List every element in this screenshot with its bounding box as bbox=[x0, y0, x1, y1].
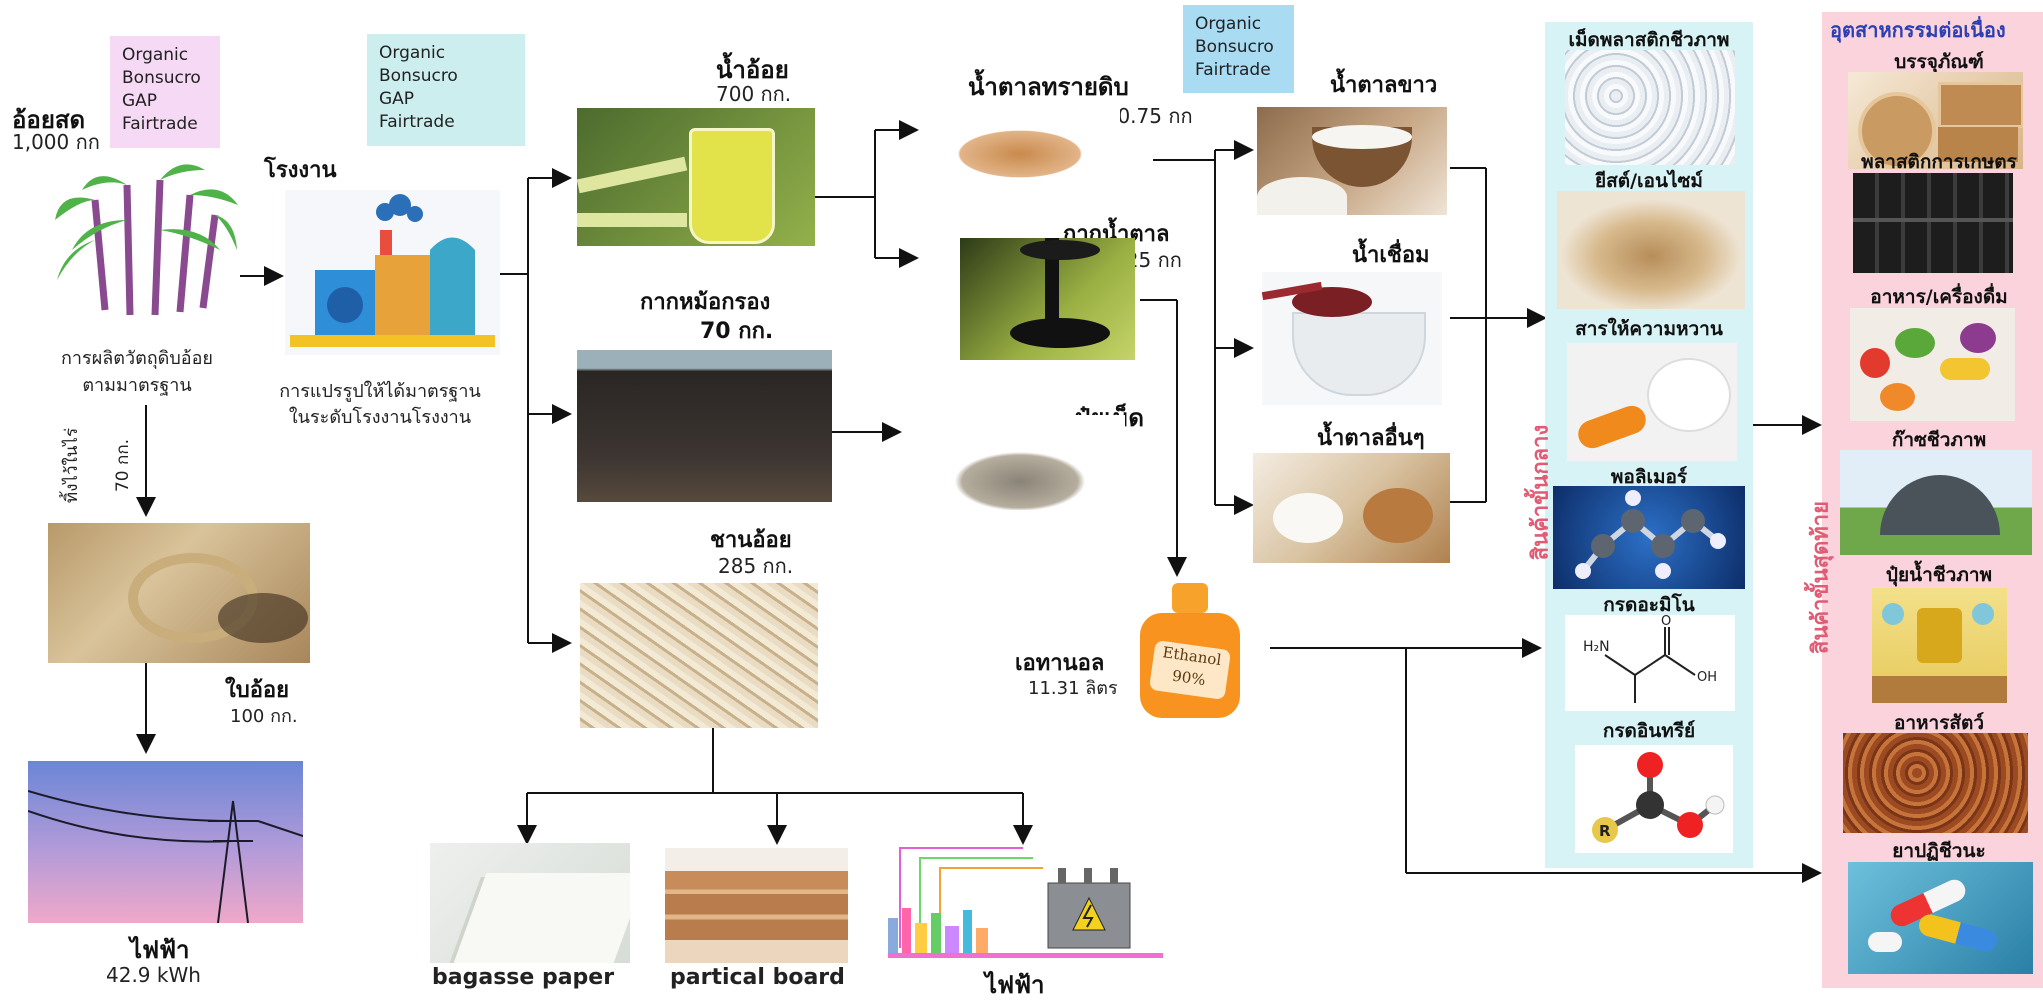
power-tower-image bbox=[28, 761, 303, 923]
cert-line: GAP bbox=[379, 89, 415, 109]
cert-line: Bonsucro bbox=[1195, 37, 1274, 57]
fresh-cane-title: อ้อยสด bbox=[12, 106, 86, 134]
cane-juice-qty: 700 กก. bbox=[716, 82, 792, 106]
final-item-label: บรรจุภัณฑ์ bbox=[1894, 51, 1984, 73]
intermediate-item-label: กรดอินทรีย์ bbox=[1602, 720, 1696, 742]
final-item-label: ปุ๋ยน้ำชีวภาพ bbox=[1885, 564, 1993, 586]
molecule-icon bbox=[1575, 490, 1726, 579]
ethanol-title: เอทานอล bbox=[1015, 651, 1105, 676]
svg-text:H₂N: H₂N bbox=[1583, 639, 1610, 655]
final-item-label: อาหารสัตว์ bbox=[1893, 712, 1985, 734]
ethanol-bottle-icon: Ethanol 90% bbox=[1140, 583, 1240, 718]
cert-line: Organic bbox=[1195, 14, 1262, 34]
sugar-certification-badge: Organic Bonsucro Fairtrade bbox=[1183, 5, 1294, 93]
bagasse-paper-label: bagasse paper bbox=[432, 965, 615, 990]
final-item-label: ยาปฏิชีวนะ bbox=[1892, 840, 1986, 862]
white-sugar-image bbox=[1257, 107, 1447, 215]
bagasse-qty: 285 กก. bbox=[718, 554, 794, 578]
power-tower-icon bbox=[28, 790, 303, 923]
cane-juice-title: น้ำอ้อย bbox=[716, 56, 789, 84]
cane-juice-image bbox=[577, 108, 815, 246]
cert-line: Bonsucro bbox=[379, 66, 458, 86]
cert-line: Bonsucro bbox=[122, 68, 201, 88]
svg-text:OH: OH bbox=[1697, 670, 1717, 685]
factory-icon bbox=[290, 194, 495, 347]
fertilizer-image bbox=[915, 415, 1125, 510]
particle-board-image bbox=[665, 848, 848, 963]
intermediate-item-label: ยีสต์/เอนไซม์ bbox=[1595, 170, 1703, 192]
leaf-power-title: ไฟฟ้า bbox=[130, 936, 190, 964]
sweetener-image bbox=[1567, 343, 1737, 461]
cane-leaves-image bbox=[48, 523, 310, 663]
agri-plastic-image bbox=[1853, 173, 2013, 273]
bio-fertilizer-image bbox=[1872, 588, 2007, 703]
final-item-label: พลาสติกการเกษตร bbox=[1861, 151, 2017, 173]
organic-acid-structure-icon: R bbox=[1592, 752, 1725, 843]
ethanol-qty: 11.31 ลิตร bbox=[1028, 678, 1118, 699]
cert-line: Organic bbox=[122, 45, 189, 65]
syrup-title: น้ำเชื่อม bbox=[1352, 243, 1430, 268]
fresh-cane-caption-2: ตามมาตรฐาน bbox=[82, 375, 192, 396]
final-vertical-label: สินค้าขั้นสุดท้าย bbox=[1808, 500, 1834, 655]
field-waste-label: ทิ้งไว้ในไร่ 70 กก. bbox=[54, 420, 154, 510]
raw-sugar-title: น้ำตาลทรายดิบ bbox=[968, 73, 1129, 101]
filter-cake-title: กากหม้อกรอง bbox=[640, 290, 771, 315]
intermediate-item-label: กรดอะมิโน bbox=[1603, 594, 1695, 616]
factory-caption-1: การแปรรูปให้ได้มาตรฐาน bbox=[279, 381, 481, 402]
other-sugar-title: น้ำตาลอื่นๆ bbox=[1317, 426, 1425, 451]
bagasse-image bbox=[580, 583, 818, 728]
amino-acid-structure-icon: H₂N O OH bbox=[1583, 615, 1717, 703]
factory-image bbox=[285, 190, 500, 355]
animal-feed-image bbox=[1843, 733, 2028, 833]
electricity-icon bbox=[888, 847, 1163, 958]
particle-board-label: partical board bbox=[670, 965, 845, 990]
factory-caption-2: ในระดับโรงงานโรงงาน bbox=[288, 407, 472, 428]
factory-certification-badge: Organic Bonsucro GAP Fairtrade bbox=[367, 34, 525, 146]
cert-line: GAP bbox=[122, 91, 158, 111]
intermediate-item-label: สารให้ความหวาน bbox=[1575, 318, 1723, 340]
bagasse-paper-image bbox=[430, 843, 630, 963]
antibiotics-image bbox=[1848, 862, 2033, 974]
cane-leaves-qty: 100 กก. bbox=[230, 706, 298, 727]
packaging-image bbox=[1848, 72, 2023, 169]
cert-line: Fairtrade bbox=[122, 114, 198, 134]
syrup-image bbox=[1262, 272, 1442, 405]
molasses-image bbox=[960, 238, 1135, 360]
filter-cake-image bbox=[577, 350, 832, 502]
polymer-image bbox=[1553, 486, 1745, 589]
sugarcane-icon bbox=[55, 164, 238, 316]
organic-acid-image: R bbox=[1575, 745, 1733, 853]
food-beverage-image bbox=[1850, 308, 2015, 421]
intermediate-item-label: พอลิเมอร์ bbox=[1610, 466, 1688, 488]
cert-line: Fairtrade bbox=[1195, 60, 1271, 80]
amino-acid-image: H₂N O OH bbox=[1565, 615, 1735, 711]
bioplastic-pellets-image bbox=[1565, 50, 1735, 165]
svg-text:R: R bbox=[1599, 822, 1611, 840]
other-sugar-image bbox=[1253, 453, 1450, 563]
bagasse-power-label: ไฟฟ้า bbox=[985, 971, 1045, 999]
biogas-image bbox=[1840, 450, 2032, 555]
raw-sugar-image bbox=[920, 103, 1120, 188]
leaf-power-qty: 42.9 kWh bbox=[106, 963, 201, 987]
factory-title: โรงงาน bbox=[264, 158, 337, 183]
filter-cake-qty: 70 กก. bbox=[700, 319, 774, 344]
fresh-cane-caption-1: การผลิตวัตถุดิบอ้อย bbox=[61, 348, 213, 369]
final-item-label: ก๊าซชีวภาพ bbox=[1891, 429, 1987, 451]
final-item-label: อาหาร/เครื่องดื่ม bbox=[1870, 286, 2008, 308]
cane-certification-badge: Organic Bonsucro GAP Fairtrade bbox=[110, 36, 220, 148]
cert-line: Organic bbox=[379, 43, 446, 63]
bagasse-title: ชานอ้อย bbox=[710, 528, 792, 553]
cert-line: Fairtrade bbox=[379, 112, 455, 132]
final-panel-title: อุตสาหกรรมต่อเนื่อง bbox=[1830, 18, 2006, 42]
cane-leaves-title: ใบอ้อย bbox=[225, 678, 290, 703]
intermediate-item-label: เม็ดพลาสติกชีวภาพ bbox=[1568, 29, 1730, 51]
field-waste-qty: 70 กก. bbox=[113, 438, 134, 493]
yeast-image bbox=[1557, 191, 1745, 309]
white-sugar-title: น้ำตาลขาว bbox=[1330, 73, 1438, 98]
svg-text:O: O bbox=[1661, 615, 1671, 629]
fresh-cane-qty: 1,000 กก bbox=[12, 130, 100, 154]
field-waste-text: ทิ้งไว้ในไร่ bbox=[62, 427, 83, 504]
